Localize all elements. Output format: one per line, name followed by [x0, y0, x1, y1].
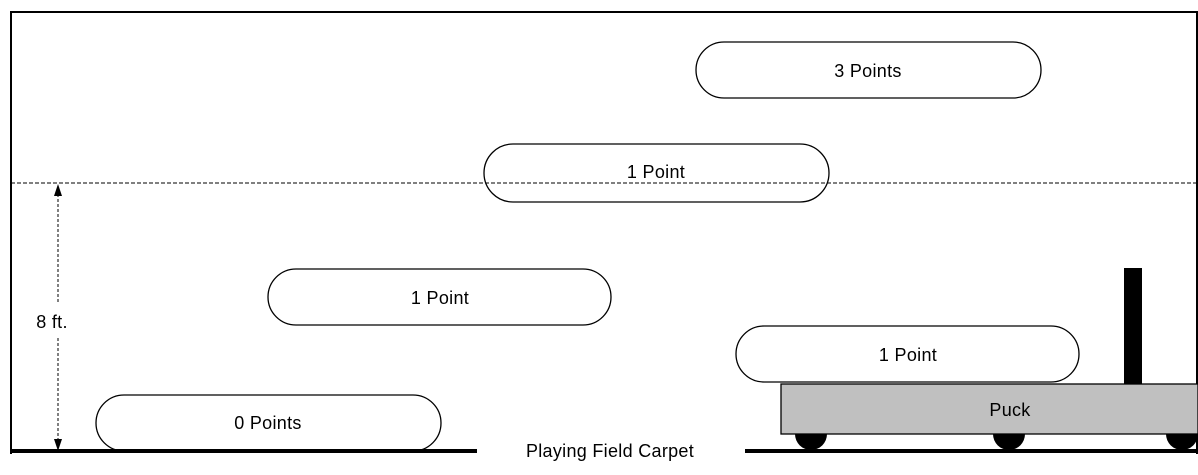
zone-label: 1 Point [879, 345, 937, 365]
zone-1-point-middle: 1 Point [267, 268, 612, 326]
frame-border [10, 11, 1198, 454]
zone-label: 1 Point [627, 162, 685, 182]
zone-oval [267, 268, 612, 326]
zone-oval [735, 325, 1080, 383]
zone-label: 0 Points [234, 413, 301, 433]
dimension-label: 8 ft. [36, 312, 68, 332]
puck-wheel [795, 434, 827, 450]
zone-oval [483, 143, 830, 203]
puck: Puck [780, 268, 1198, 450]
zone-0-points: 0 Points [95, 394, 442, 452]
puck-wheel [993, 434, 1025, 450]
carpet-label: Playing Field Carpet [526, 441, 694, 461]
arrow-down-icon [54, 439, 62, 451]
puck-wheel [1166, 434, 1198, 450]
arrow-up-icon [54, 184, 62, 196]
puck-body [780, 383, 1198, 435]
zone-3-points: 3 Points [695, 41, 1042, 99]
zone-label: 1 Point [411, 288, 469, 308]
puck-label: Puck [989, 400, 1031, 420]
zone-label: 3 Points [834, 61, 901, 81]
zone-1-point-on-puck: 1 Point [735, 325, 1080, 383]
puck-pole [1124, 268, 1142, 384]
zone-oval [695, 41, 1042, 99]
height-dimension: 8 ft. [36, 184, 68, 451]
zone-1-point-upper: 1 Point [483, 143, 830, 203]
